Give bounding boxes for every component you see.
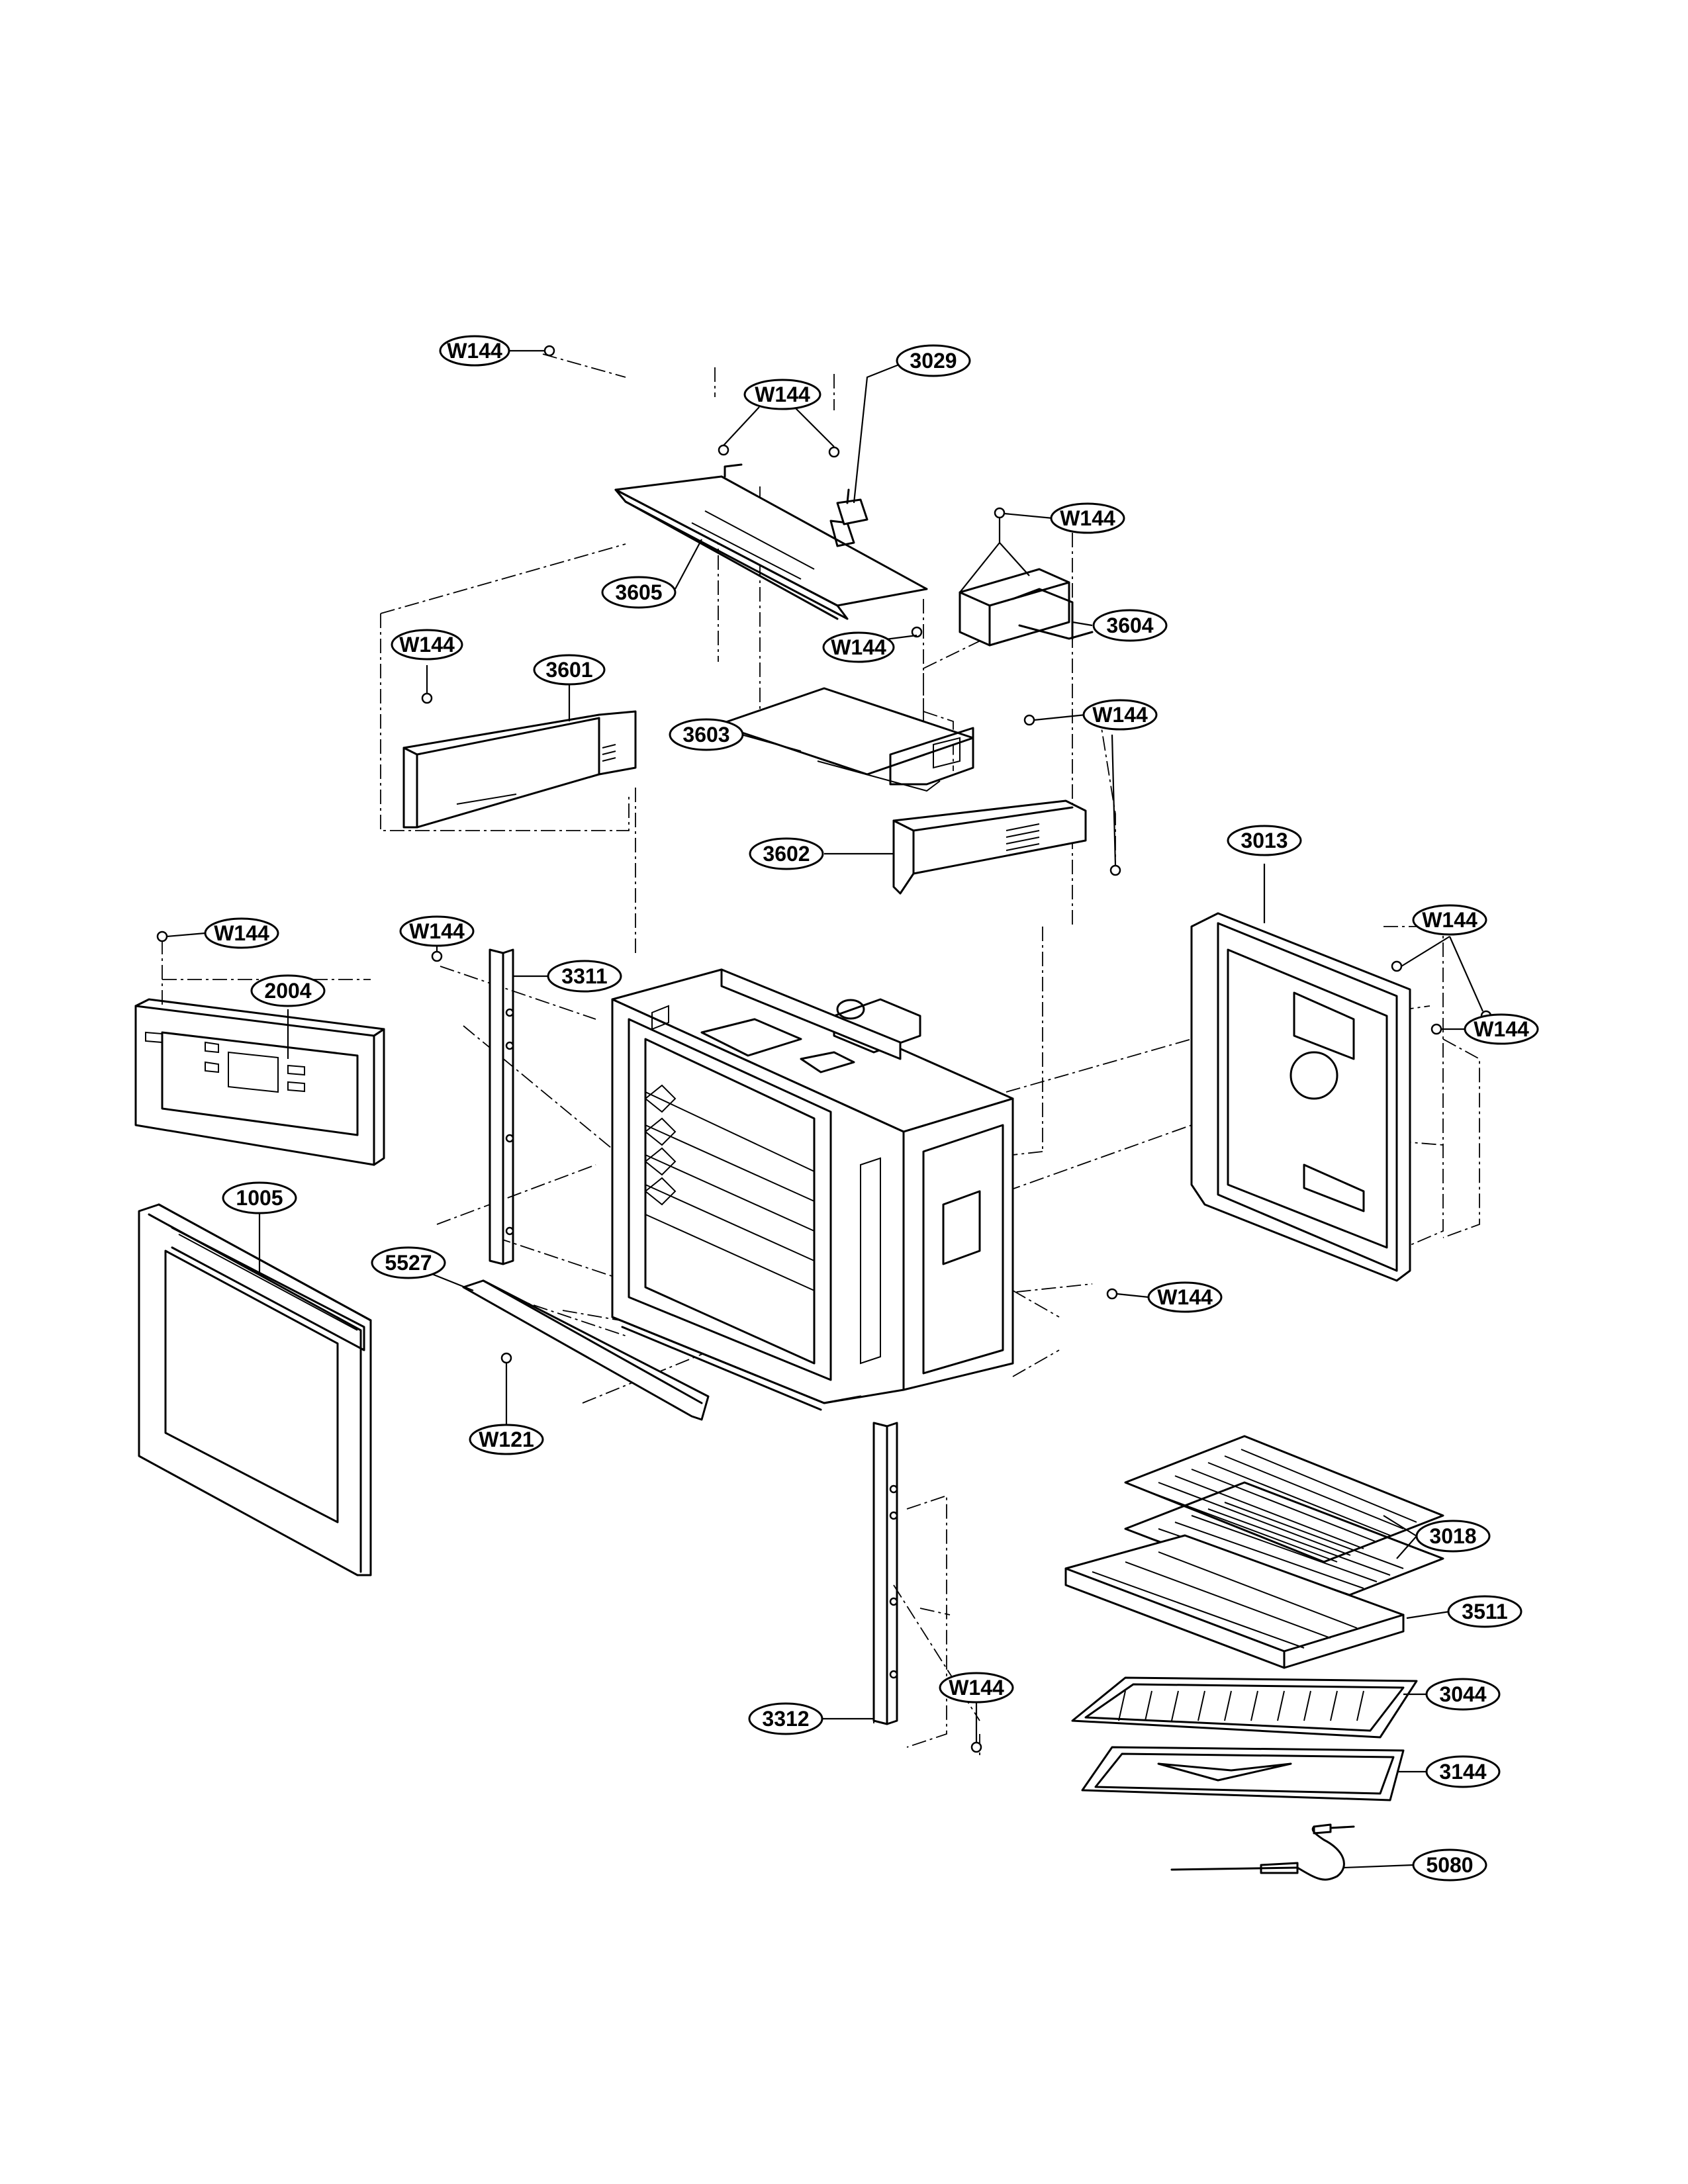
callout-3604: 3604 [1092, 609, 1168, 642]
callout-3603: 3603 [669, 718, 744, 751]
svg-text:3029: 3029 [910, 349, 957, 373]
part-3013-back-panel [1190, 912, 1411, 1282]
part-3605-top-panel [614, 463, 928, 620]
screw-icon [431, 950, 443, 962]
screw-icon [543, 345, 555, 357]
svg-text:3511: 3511 [1462, 1600, 1507, 1623]
part-3601-bracket [402, 710, 637, 829]
screw-icon [718, 444, 729, 456]
part-5080-meat-probe [1170, 1823, 1355, 1881]
callout-3044: 3044 [1425, 1678, 1501, 1711]
part-3311-side-rail [489, 948, 514, 1265]
svg-text:3602: 3602 [763, 842, 810, 866]
svg-text:3044: 3044 [1439, 1682, 1486, 1706]
callout-5527: 5527 [371, 1246, 446, 1279]
callout-w144-control: W144 [204, 917, 279, 949]
screw-icon [1023, 714, 1035, 726]
svg-text:W144: W144 [409, 919, 465, 943]
svg-text:3144: 3144 [1439, 1760, 1486, 1784]
svg-text:3603: 3603 [682, 723, 729, 747]
callout-w144-rear-2: W144 [1464, 1013, 1539, 1045]
svg-text:W121: W121 [479, 1428, 534, 1451]
callout-5080: 5080 [1412, 1848, 1487, 1882]
svg-text:3604: 3604 [1106, 614, 1153, 637]
svg-text:3312: 3312 [762, 1707, 809, 1731]
part-3511-rack-slide [1064, 1534, 1405, 1669]
callout-w121: W121 [469, 1424, 544, 1455]
part-3144-broil-pan [1081, 1746, 1405, 1801]
svg-text:3601: 3601 [545, 658, 592, 682]
callout-w144-3601: W144 [391, 629, 463, 660]
svg-text:W144: W144 [1474, 1017, 1529, 1041]
svg-text:W144: W144 [831, 635, 886, 659]
part-1005-door [138, 1203, 372, 1576]
screw-icon [911, 626, 923, 638]
screw-icon [1106, 1288, 1118, 1300]
part-3312-side-rail [872, 1422, 898, 1725]
callout-w144-3312: W144 [939, 1672, 1014, 1704]
screw-icon [1391, 960, 1403, 972]
part-3029-bracket [836, 488, 868, 525]
svg-text:W144: W144 [1092, 703, 1148, 727]
svg-text:1005: 1005 [236, 1186, 283, 1210]
svg-text:W144: W144 [1157, 1285, 1213, 1309]
callout-3029: 3029 [896, 344, 971, 377]
svg-text:3605: 3605 [615, 580, 662, 604]
svg-text:W144: W144 [399, 633, 455, 657]
svg-text:2004: 2004 [264, 979, 311, 1003]
callout-w144-bottom: W144 [1147, 1281, 1223, 1313]
screw-icon [828, 446, 840, 458]
callout-2004: 2004 [250, 974, 326, 1007]
svg-text:3311: 3311 [561, 964, 607, 988]
screw-icon [500, 1352, 512, 1364]
part-5527-trim [462, 1279, 710, 1421]
screw-icon [994, 507, 1006, 519]
callout-w144-3311: W144 [399, 915, 475, 947]
callout-3511: 3511 [1447, 1595, 1523, 1628]
svg-text:3018: 3018 [1429, 1524, 1476, 1548]
callout-w144-3602: W144 [1082, 699, 1158, 731]
svg-text:5527: 5527 [385, 1251, 432, 1275]
part-3604-box [959, 568, 1094, 647]
part-3044-broil-grid [1071, 1676, 1418, 1739]
screw-icon [421, 692, 433, 704]
callout-w144-3604: W144 [1050, 502, 1125, 534]
svg-text:W144: W144 [447, 339, 502, 363]
callout-3312: 3312 [748, 1702, 823, 1735]
callout-3605: 3605 [601, 576, 677, 609]
callout-3144: 3144 [1425, 1755, 1501, 1788]
screw-icon [970, 1741, 982, 1753]
svg-text:W144: W144 [1060, 506, 1115, 530]
part-2004-control-panel [134, 998, 385, 1166]
callout-3013: 3013 [1227, 825, 1302, 856]
svg-text:3013: 3013 [1241, 829, 1288, 852]
screws [156, 345, 1492, 1753]
svg-text:W144: W144 [214, 921, 269, 945]
screw-icon [1430, 1023, 1442, 1035]
svg-text:W144: W144 [1422, 908, 1477, 932]
callout-3018: 3018 [1415, 1520, 1491, 1553]
oven-cavity [611, 968, 1014, 1411]
callout-w144-rear-1: W144 [1412, 904, 1487, 936]
screw-icon [156, 931, 168, 942]
svg-text:W144: W144 [755, 383, 810, 406]
svg-text:W144: W144 [949, 1676, 1004, 1700]
screw-icon [1109, 864, 1121, 876]
part-3602-bracket [892, 799, 1087, 895]
callout-3311: 3311 [547, 960, 622, 993]
part-3603-plate [717, 687, 974, 792]
callout-w144-mid: W144 [822, 631, 895, 663]
svg-text:5080: 5080 [1426, 1853, 1473, 1877]
callout-3602: 3602 [749, 837, 824, 870]
callout-1005: 1005 [222, 1181, 297, 1214]
callout-3601: 3601 [533, 654, 606, 686]
callout-w144-top-left: W144 [439, 335, 510, 367]
callout-w144-top: W144 [743, 379, 821, 410]
